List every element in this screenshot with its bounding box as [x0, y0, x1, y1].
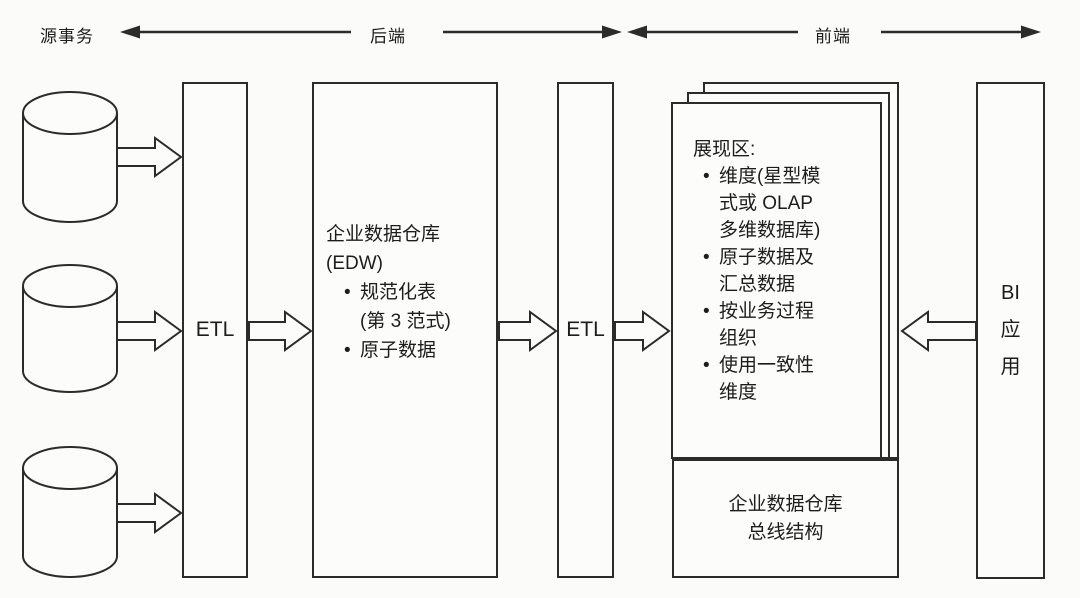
etl-right-label: ETL — [566, 318, 605, 341]
block-arrow-left-icon — [900, 310, 977, 352]
presentation-text-block: 展现区: • 维度(星型模 式或 OLAP 多维数据库) • 原子数据及 汇总数… — [693, 136, 877, 406]
block-arrow-right-icon — [116, 492, 183, 534]
presentation-bullet-text: 维度(星型模 式或 OLAP 多维数据库) — [719, 166, 821, 241]
etl-left-box — [182, 82, 248, 578]
edw-bullet-list: • 规范化表 (第 3 范式) • 原子数据 — [344, 278, 494, 365]
presentation-bullet-list: • 维度(星型模 式或 OLAP 多维数据库) • 原子数据及 汇总数据 • 按… — [703, 163, 877, 406]
list-item: • 按业务过程 组织 — [703, 298, 877, 352]
database-cylinder-icon — [22, 446, 118, 578]
list-item: • 原子数据 — [344, 336, 494, 365]
etl-left-label: ETL — [195, 318, 235, 341]
bus-architecture-box — [672, 459, 899, 578]
thin-span-arrow-icon — [120, 25, 1041, 39]
frontend-label: 前端 — [815, 27, 851, 46]
bullet-dot: • — [703, 247, 710, 268]
etl-right-box — [557, 82, 614, 578]
presentation-bullet-text: 原子数据及 汇总数据 — [719, 247, 815, 295]
list-item: • 原子数据及 汇总数据 — [703, 244, 877, 298]
bus-label-line2: 总线结构 — [747, 521, 824, 543]
list-item: • 使用一致性 维度 — [703, 352, 877, 406]
presentation-page-front — [671, 102, 882, 459]
bi-applications-label: BI 应 用 — [976, 82, 1045, 579]
block-arrow-right-icon — [498, 310, 558, 352]
edw-title: 企业数据仓库 — [326, 224, 441, 245]
bullet-dot: • — [344, 340, 351, 361]
bullet-dot: • — [344, 282, 351, 303]
edw-bullet-text: 规范化表 (第 3 范式) — [360, 282, 451, 332]
source-transactions-label: 源事务 — [40, 27, 94, 46]
edw-bullet-text: 原子数据 — [360, 340, 437, 361]
block-arrow-right-icon — [116, 310, 183, 352]
edw-text-block: 企业数据仓库 (EDW) • 规范化表 (第 3 范式) • 原子数据 — [326, 220, 494, 365]
bullet-dot: • — [703, 301, 710, 322]
bullet-dot: • — [703, 166, 710, 187]
edw-subtitle: (EDW) — [326, 253, 383, 274]
list-item: • 规范化表 (第 3 范式) — [344, 278, 494, 336]
bus-architecture-label: 企业数据仓库 总线结构 — [672, 459, 899, 578]
block-arrow-right-icon — [614, 310, 671, 352]
presentation-bullet-text: 按业务过程 组织 — [719, 301, 815, 349]
bus-label-line1: 企业数据仓库 — [728, 493, 843, 515]
presentation-bullet-text: 使用一致性 维度 — [719, 355, 815, 403]
bi-label-line2: 应 — [1000, 319, 1021, 341]
bi-label-line1: BI — [1001, 282, 1020, 304]
backend-label: 后端 — [370, 27, 406, 46]
block-arrow-right-icon — [116, 136, 183, 178]
database-cylinder-icon — [22, 91, 118, 223]
edw-box — [312, 82, 498, 578]
database-cylinder-icon — [22, 264, 118, 393]
presentation-title: 展现区: — [693, 139, 756, 160]
bi-applications-box — [976, 82, 1045, 579]
block-arrow-right-icon — [248, 310, 313, 352]
bullet-dot: • — [703, 355, 710, 376]
bi-label-line3: 用 — [1000, 356, 1021, 378]
list-item: • 维度(星型模 式或 OLAP 多维数据库) — [703, 163, 877, 244]
